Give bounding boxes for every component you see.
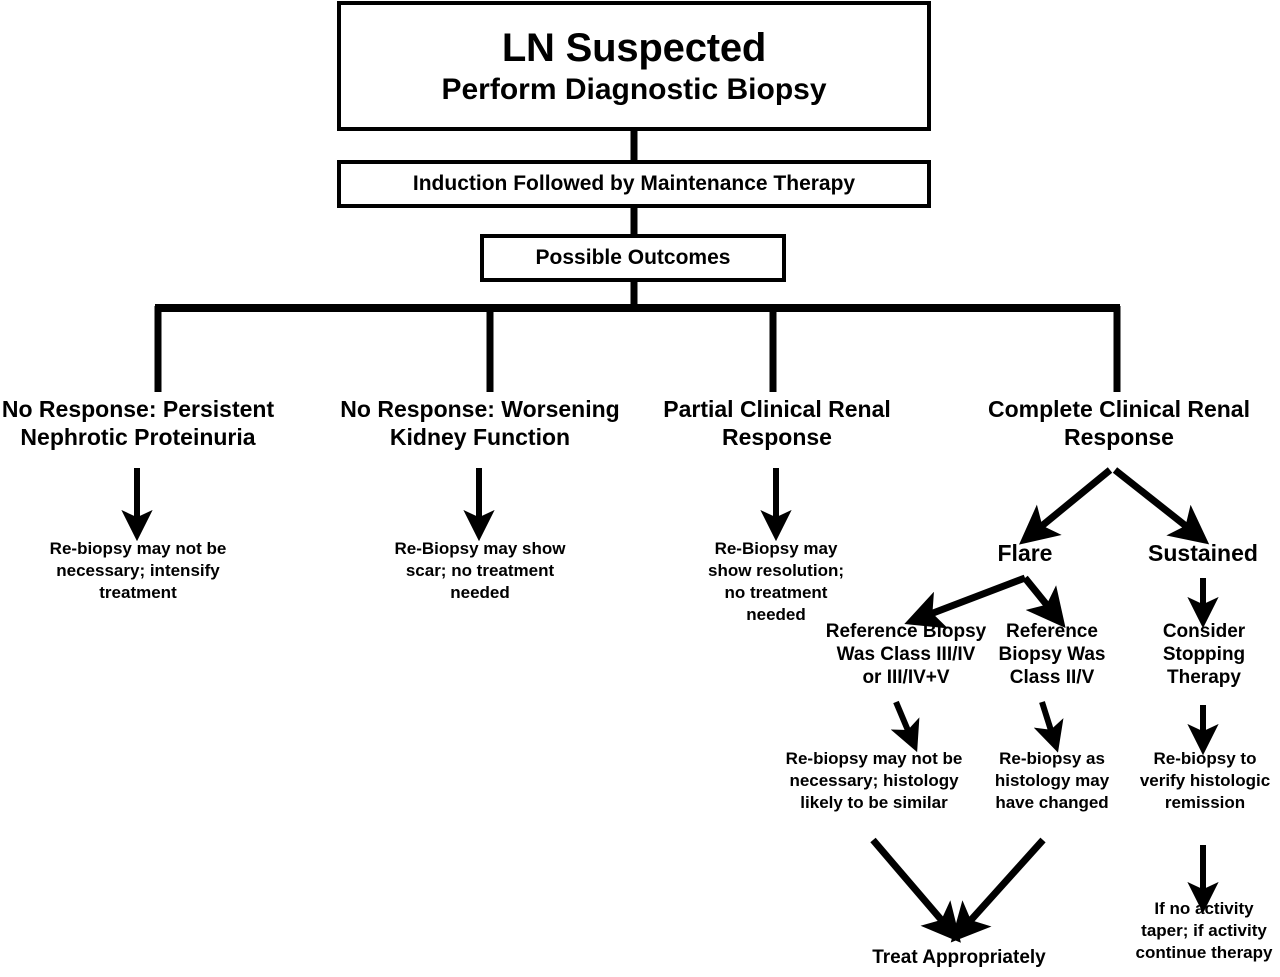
branch-label-no-response-persistent: No Response: Persistent Nephrotic Protei… xyxy=(1,396,275,450)
node-consider-stopping-therapy: Consider Stopping Therapy xyxy=(1162,621,1246,689)
box-possible-outcomes: Possible Outcomes xyxy=(480,234,786,282)
node-treat-appropriately: Treat Appropriately xyxy=(872,947,1046,968)
box-ln-suspected-line1: LN Suspected xyxy=(501,25,767,70)
branch-label-partial-response: Partial Clinical Renal Response xyxy=(663,396,891,450)
arrow-complete-to-sustained xyxy=(1112,467,1210,545)
arrow-right-to-treat xyxy=(950,837,1046,943)
arrow-left-to-treat xyxy=(870,837,961,943)
outcome-no-response-persistent: Re-biopsy may not be necessary; intensif… xyxy=(49,539,227,603)
node-reference-class-3-4: Reference Biopsy Was Class III/IV or III… xyxy=(825,621,987,689)
node-flare: Flare xyxy=(997,540,1053,566)
node-re-biopsy-verify-remission: Re-biopsy to verify histologic remission xyxy=(1139,749,1271,812)
branch-label-complete-response: Complete Clinical Renal Response xyxy=(987,396,1250,450)
arrow-complete-to-flare xyxy=(1019,467,1113,545)
box-induction-therapy: Induction Followed by Maintenance Therap… xyxy=(337,160,931,208)
arrow-flare-to-class25 xyxy=(1022,575,1066,629)
outcome-no-response-worsening: Re-Biopsy may show scar; no treatment ne… xyxy=(394,539,566,603)
outcome-reference-class-3-4: Re-biopsy may not be necessary; histolog… xyxy=(785,749,963,812)
arrow-class25-to-outcome xyxy=(1033,701,1064,753)
node-reference-class-2-5: Reference Biopsy Was Class II/V xyxy=(998,621,1106,689)
arrow-class34-to-outcome xyxy=(890,700,920,753)
arrow-flare-to-class34 xyxy=(904,574,1027,629)
node-sustained: Sustained xyxy=(1148,540,1258,566)
box-ln-suspected: LN Suspected Perform Diagnostic Biopsy xyxy=(337,1,931,131)
outcome-reference-class-2-5: Re-biopsy as histology may have changed xyxy=(994,749,1110,812)
branch-label-no-response-worsening: No Response: Worsening Kidney Function xyxy=(340,396,620,450)
outcome-partial-response: Re-Biopsy may show resolution; no treatm… xyxy=(708,539,844,625)
node-taper-or-continue: If no activity taper; if activity contin… xyxy=(1135,899,1273,962)
box-ln-suspected-line2: Perform Diagnostic Biopsy xyxy=(441,72,827,106)
